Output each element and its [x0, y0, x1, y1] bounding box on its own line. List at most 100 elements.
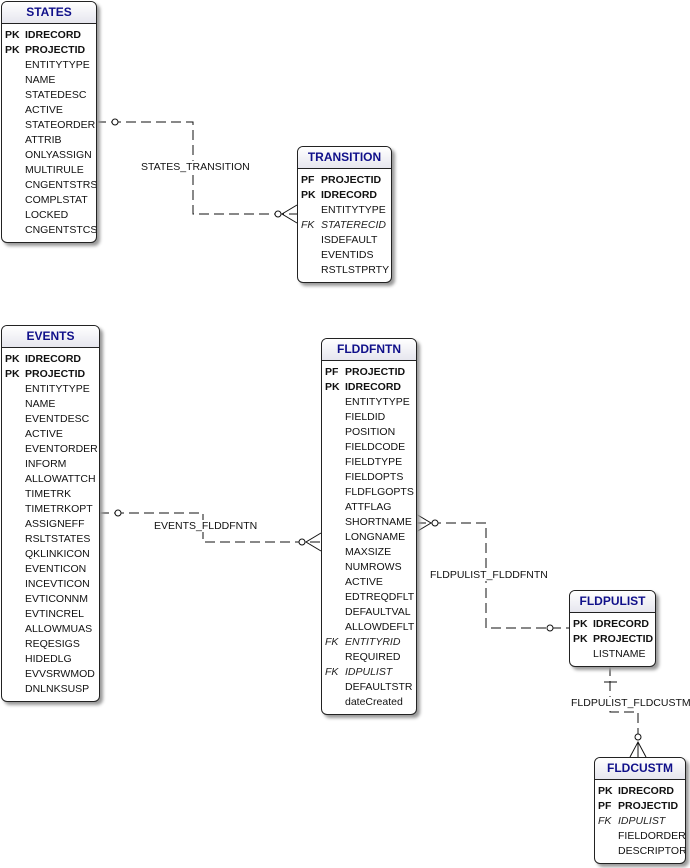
column-row[interactable]: DEFAULTSTR	[322, 680, 416, 695]
column-row[interactable]: DEFAULTVAL	[322, 605, 416, 620]
column-name: FIELDORDER	[618, 830, 686, 842]
column-name: IDRECORD	[321, 189, 378, 201]
column-row[interactable]: DNLNKSUSP	[2, 682, 99, 697]
column-row[interactable]: NUMROWS	[322, 560, 416, 575]
column-name: DEFAULTSTR	[345, 681, 413, 693]
column-row[interactable]: EVENTICON	[2, 562, 99, 577]
column-row[interactable]: ENTITYTYPE	[298, 203, 391, 218]
column-row[interactable]: EVTICONNM	[2, 592, 99, 607]
column-row[interactable]: ACTIVE	[2, 103, 96, 118]
column-row[interactable]: ISDEFAULT	[298, 233, 391, 248]
column-row[interactable]: TIMETRKOPT	[2, 502, 99, 517]
column-row[interactable]: EDTREQDFLT	[322, 590, 416, 605]
column-row[interactable]: POSITION	[322, 425, 416, 440]
column-row[interactable]: STATEORDER	[2, 118, 96, 133]
column-row[interactable]: ATTRIB	[2, 133, 96, 148]
column-row[interactable]: MULTIRULE	[2, 163, 96, 178]
column-row[interactable]: ATTFLAG	[322, 500, 416, 515]
column-name: ALLOWMUAS	[25, 623, 93, 635]
column-row[interactable]: ALLOWATTCH	[2, 472, 99, 487]
column-row[interactable]: NAME	[2, 73, 96, 88]
column-name: IDRECORD	[25, 29, 82, 41]
column-row[interactable]: FIELDID	[322, 410, 416, 425]
column-row[interactable]: ACTIVE	[2, 427, 99, 442]
column-row[interactable]: ASSIGNEFF	[2, 517, 99, 532]
column-row[interactable]: QKLINKICON	[2, 547, 99, 562]
key-type: FK	[325, 636, 339, 648]
column-row[interactable]: ENTITYTYPE	[322, 395, 416, 410]
column-row[interactable]: REQUIRED	[322, 650, 416, 665]
column-row[interactable]: FIELDTYPE	[322, 455, 416, 470]
key-type: PK	[5, 44, 20, 56]
column-row[interactable]: DESCRIPTOR	[595, 844, 685, 859]
column-row[interactable]: MAXSIZE	[322, 545, 416, 560]
column-row[interactable]: RSTLSTPRTY	[298, 263, 391, 278]
column-row[interactable]: STATEDESC	[2, 88, 96, 103]
column-row[interactable]: LOCKED	[2, 208, 96, 223]
column-row[interactable]: HIDEDLG	[2, 652, 99, 667]
column-row[interactable]: dateCreated	[322, 695, 416, 710]
column-row[interactable]: FLDFLGOPTS	[322, 485, 416, 500]
column-row[interactable]: FIELDORDER	[595, 829, 685, 844]
column-row[interactable]: NAME	[2, 397, 99, 412]
column-name: PROJECTID	[618, 800, 679, 812]
column-row[interactable]: ALLOWDEFLT	[322, 620, 416, 635]
fldpulist-fldcustm-line	[609, 666, 639, 735]
column-row[interactable]: EVENTORDER	[2, 442, 99, 457]
column-row[interactable]: LISTNAME	[570, 647, 655, 662]
column-row[interactable]: ENTITYTYPE	[2, 382, 99, 397]
column-name: FLDFLGOPTS	[345, 486, 414, 498]
key-type: PK	[573, 618, 588, 630]
column-row[interactable]: INCEVTICON	[2, 577, 99, 592]
optional-circle	[298, 538, 306, 546]
column-name: MAXSIZE	[345, 546, 392, 558]
column-row[interactable]: EVVSRWMOD	[2, 667, 99, 682]
column-row[interactable]: REQESIGS	[2, 637, 99, 652]
column-row[interactable]: EVTINCREL	[2, 607, 99, 622]
column-row[interactable]: CNGENTSTCS	[2, 223, 96, 238]
column-row[interactable]: COMPLSTAT	[2, 193, 96, 208]
column-row[interactable]: ALLOWMUAS	[2, 622, 99, 637]
column-row[interactable]: INFORM	[2, 457, 99, 472]
column-row[interactable]: ENTITYTYPE	[2, 58, 96, 73]
column-row[interactable]: EVENTIDS	[298, 248, 391, 263]
column-name: DESCRIPTOR	[618, 845, 686, 857]
column-row[interactable]: EVENTDESC	[2, 412, 99, 427]
column-row[interactable]: LONGNAME	[322, 530, 416, 545]
column-row[interactable]: ACTIVE	[322, 575, 416, 590]
column-row[interactable]: FIELDCODE	[322, 440, 416, 455]
column-row[interactable]: ONLYASSIGN	[2, 148, 96, 163]
column-row[interactable]: TIMETRK	[2, 487, 99, 502]
column-row[interactable]: FIELDOPTS	[322, 470, 416, 485]
key-type: PK	[325, 381, 340, 393]
column-row[interactable]: RSLTSTATES	[2, 532, 99, 547]
column-name: CNGENTSTCS	[25, 224, 97, 236]
column-row[interactable]: CNGENTSTRS	[2, 178, 96, 193]
column-name: ENTITYTYPE	[345, 396, 410, 408]
column-row[interactable]: SHORTNAME	[322, 515, 416, 530]
column-name: NUMROWS	[345, 561, 402, 573]
